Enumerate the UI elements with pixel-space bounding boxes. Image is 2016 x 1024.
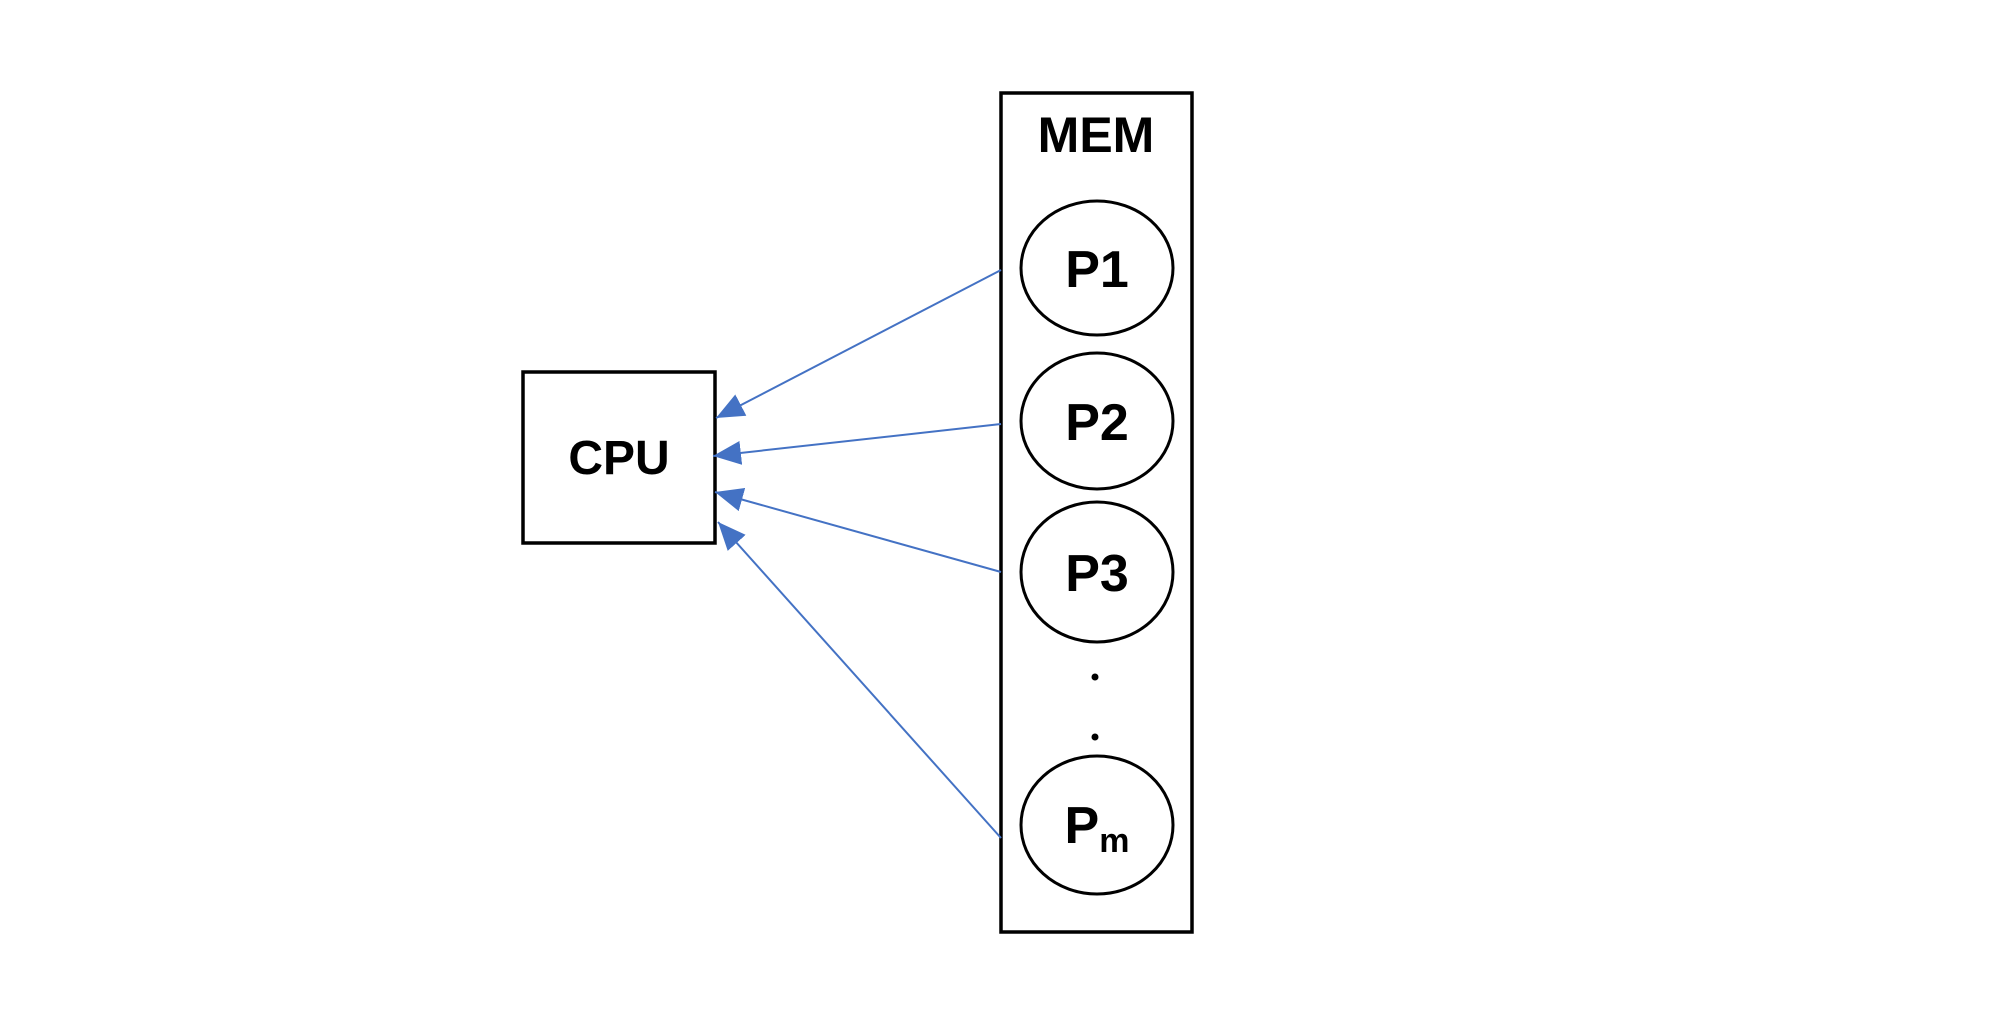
process-circle (1019, 500, 1175, 644)
process-label-subscript: m (1099, 822, 1129, 860)
arrow-p3-to-cpu (714, 487, 1002, 573)
process-label-base: P (1065, 797, 1100, 855)
mem-box (999, 91, 1194, 934)
process-circle (1019, 754, 1175, 896)
ellipsis-dot (1091, 673, 1099, 681)
mem-label: MEM (1038, 107, 1155, 163)
process-node-pm: Pm (1019, 754, 1175, 896)
cpu-label: CPU (568, 432, 669, 485)
arrow-p2-to-cpu (712, 423, 1002, 465)
arrow-pm-to-cpu (717, 521, 1002, 839)
process-circle (1019, 199, 1175, 337)
process-circle (1019, 351, 1175, 491)
process-label: P1 (1065, 241, 1129, 299)
arrow-p1-to-cpu (715, 269, 1002, 419)
process-node-p3: P3 (1019, 500, 1175, 644)
process-label: P3 (1065, 545, 1129, 603)
process-label: P2 (1065, 394, 1129, 452)
process-label: Pm (1065, 797, 1130, 860)
process-node-p2: P2 (1019, 351, 1175, 491)
ellipsis-dot (1091, 733, 1099, 741)
process-node-p1: P1 (1019, 199, 1175, 337)
